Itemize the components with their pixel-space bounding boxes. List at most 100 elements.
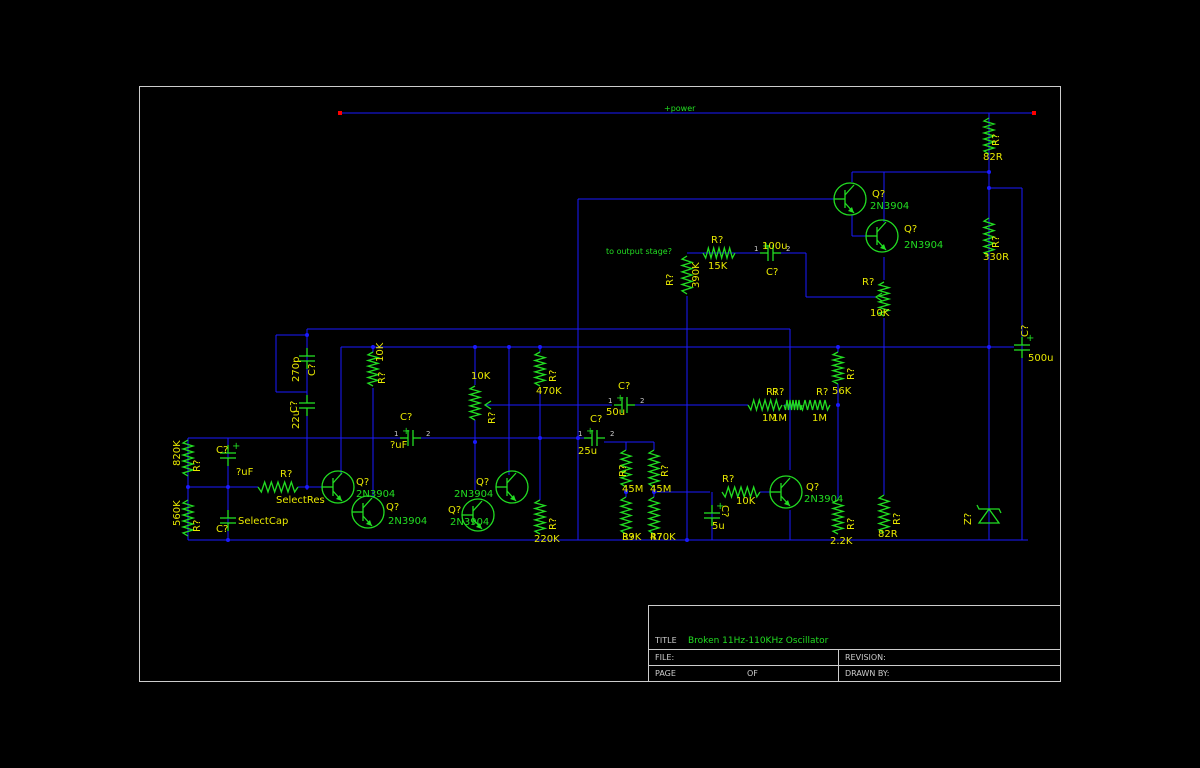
resistor-5[interactable]: R?10K (862, 277, 892, 319)
transistor-5[interactable]: Q?2N3904 (448, 498, 495, 532)
resistor-12[interactable]: R?56K (830, 351, 857, 397)
junctions (186, 170, 991, 542)
resistor-3[interactable]: R? 15K (702, 235, 736, 272)
resistor-value: 1M (812, 413, 827, 424)
transistor-ref: Q? (448, 505, 461, 516)
resistor-17[interactable]: R?45M (618, 449, 643, 495)
resistor-ref: R? (711, 235, 723, 246)
capacitor-polarity: + (1026, 333, 1034, 344)
transistor-ref: Q? (476, 477, 489, 488)
capacitor-ref: C? (307, 364, 318, 376)
transistor-6[interactable]: Q?2N3904 (454, 470, 529, 504)
capacitor-polarity: + (232, 441, 240, 452)
resistor-19[interactable]: R?39K (618, 496, 642, 543)
resistor-ref: R? (846, 518, 857, 530)
resistor-16[interactable]: R?220K (532, 499, 560, 545)
capacitor-ref: C? (216, 445, 228, 456)
resistor-symbol (646, 496, 662, 535)
resistor-ref: R? (772, 387, 784, 398)
resistor-value: 470K (536, 386, 562, 397)
resistor-8[interactable]: R?10K (467, 371, 498, 424)
resistor-22[interactable]: R?2.2K (830, 499, 857, 547)
schematic-title: Broken 11Hz-110KHz Oscillator (688, 636, 829, 646)
resistor-symbol (799, 399, 831, 412)
transistor-part: 2N3904 (356, 489, 395, 500)
resistor-symbol (702, 245, 736, 261)
transistor-ref: Q? (356, 477, 369, 488)
resistor-value: 15K (708, 261, 728, 272)
capacitor-8[interactable]: +C??uF (216, 441, 254, 478)
resistor-value: 560K (172, 500, 183, 526)
resistor-9[interactable]: R? 470K (532, 351, 562, 397)
capacitor-polarity: + (762, 241, 770, 252)
transistor-part: 2N3904 (454, 489, 493, 500)
resistor-value: 470K (650, 532, 676, 543)
capacitor-value: 25u (578, 446, 597, 457)
resistor-6[interactable]: R?1M (772, 387, 803, 424)
resistor-ref: R? (487, 412, 498, 424)
capacitor-10[interactable]: +C?5u (704, 501, 730, 532)
resistor-13[interactable]: R?820K (172, 439, 203, 477)
transistor-7[interactable]: Q?2N3904 (769, 475, 843, 509)
resistor-2[interactable]: R?330R (981, 217, 1009, 263)
resistor-value: 45M (650, 484, 671, 495)
resistor-ref: R? (192, 520, 203, 532)
pin-2-label: 2 (640, 397, 644, 405)
resistor-ref: R? (280, 469, 292, 480)
resistor-ref: R? (548, 370, 559, 382)
capacitor-ref: C? (618, 381, 630, 392)
capacitor-ref: C? (289, 401, 300, 413)
terminal-left (338, 111, 342, 115)
pin-1-label: 1 (754, 245, 758, 253)
capacitor-polarity: + (716, 501, 724, 512)
wires (187, 113, 1023, 540)
capacitor-ref: C? (719, 505, 730, 517)
transistor-3[interactable]: Q?2N3904 (321, 470, 395, 504)
resistor-10[interactable]: R? 1M (747, 387, 783, 424)
resistor-value: 820K (172, 440, 183, 466)
of-label: OF (747, 669, 758, 678)
capacitor-polarity: + (402, 426, 410, 437)
resistor-symbol (981, 217, 997, 257)
resistor-1[interactable]: R?82R (981, 117, 1003, 163)
resistor-11[interactable]: R?1M (799, 387, 831, 424)
pin-1-label: 1 (608, 397, 612, 405)
capacitor-ref: C? (400, 412, 412, 423)
resistor-23[interactable]: R?82R (876, 494, 903, 540)
resistor-value: 1M (762, 413, 777, 424)
file-label: FILE: (655, 653, 674, 662)
zener-diode[interactable]: Z? (963, 504, 1002, 525)
resistor-20[interactable]: R?470K (646, 496, 676, 543)
resistor-ref: R? (548, 518, 559, 530)
transistor-2[interactable]: Q?2N3904 (865, 219, 943, 253)
title-label: TITLE (654, 636, 677, 645)
drawn-by-label: DRAWN BY: (845, 669, 889, 678)
resistor-symbol (257, 479, 299, 495)
resistor-4[interactable]: R?390K (665, 255, 702, 295)
capacitor-2[interactable]: +C?500u (1014, 325, 1053, 364)
capacitor-3[interactable]: C?270p (291, 348, 318, 382)
resistor-ref: R? (377, 372, 388, 384)
resistor-value: 390K (691, 262, 702, 288)
capacitor-polarity: + (586, 426, 594, 437)
capacitor-4[interactable]: C?22u (289, 395, 315, 429)
transistor-4[interactable]: Q?2N3904 (351, 495, 427, 529)
resistor-18[interactable]: R?45M (646, 449, 671, 495)
pin-2-label: 2 (426, 430, 430, 438)
resistor-symbol (876, 281, 892, 317)
resistor-7[interactable]: R?10K (365, 342, 388, 387)
net-label-power: +power (664, 104, 696, 113)
resistor-21[interactable]: R?10K (721, 474, 761, 507)
resistor-15[interactable]: R?SelectRes (257, 469, 325, 506)
capacitor-value: 500u (1028, 353, 1053, 364)
resistor-14[interactable]: R? 560K (172, 499, 203, 537)
capacitor-9[interactable]: C?SelectCap (216, 510, 288, 535)
resistor-symbol (532, 351, 548, 387)
resistor-symbol (365, 351, 381, 387)
resistor-ref: R? (991, 134, 1002, 146)
transistor-1[interactable]: Q?2N3904 (833, 182, 909, 216)
